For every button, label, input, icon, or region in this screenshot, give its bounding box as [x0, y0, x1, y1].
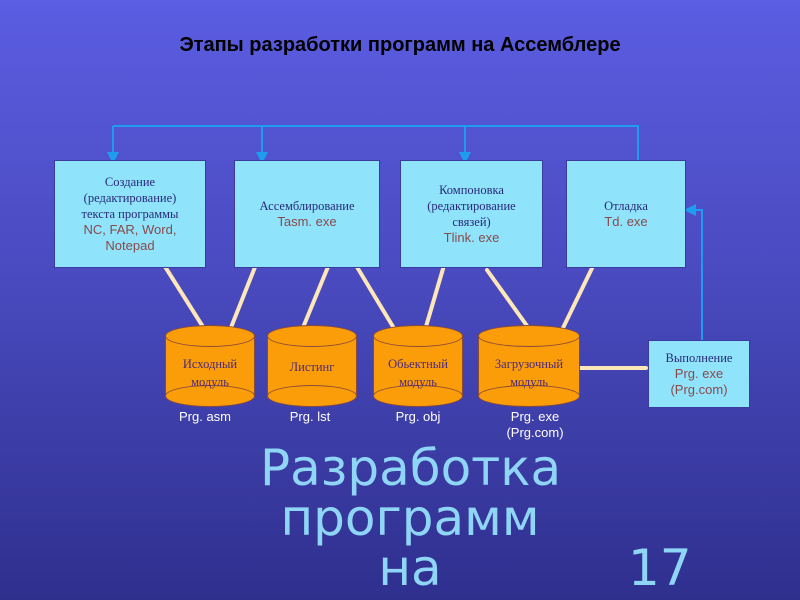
flow-line — [355, 265, 397, 332]
stage-link: Компоновка (редактирование связей) Tlink… — [400, 160, 543, 268]
file-name: Prg. exe (Prg.com) — [490, 409, 580, 441]
stage-label: Отладка — [604, 199, 648, 213]
module-label: Исходный — [182, 357, 238, 371]
stage-tool: Td. exe — [604, 214, 648, 229]
stage-tool: Tlink. exe — [443, 230, 500, 245]
slide-number: 17 — [628, 539, 692, 597]
stage-label: связей) — [452, 215, 491, 229]
module-listing: Листинг — [267, 325, 357, 407]
module-label: Обьектный — [388, 357, 448, 371]
module-label: модуль — [399, 375, 437, 389]
module-object: Обьектный модуль — [373, 325, 463, 407]
flow-line — [423, 260, 447, 332]
stage-tool: NC, FAR, Word, — [83, 222, 177, 237]
overlay-title-line: программ — [280, 489, 540, 547]
stage-label: Создание — [104, 175, 156, 189]
module-label: модуль — [510, 375, 548, 389]
stage-label: текста программы — [81, 207, 179, 221]
stage-debug: Отладка Td. exe — [566, 160, 686, 268]
stage-label: (редактирование) — [83, 191, 177, 205]
flow-line — [300, 260, 332, 332]
flow-line — [485, 268, 532, 332]
overlay-title-line: Разработка — [260, 439, 562, 497]
file-name: Prg. obj — [395, 409, 441, 424]
stage-tool: (Prg.com) — [670, 382, 728, 397]
stage-label: Выполнение — [665, 351, 733, 365]
feedback-line-top — [113, 125, 639, 160]
overlay-title-line: на — [378, 539, 442, 597]
stage-label: Ассемблирование — [259, 199, 355, 213]
stage-label: Компоновка — [439, 183, 504, 197]
overlay-title: Разработка программ на — [260, 439, 562, 597]
arrow-exec-to-debug — [684, 204, 703, 340]
flow-line — [228, 260, 259, 332]
stage-tool: Notepad — [105, 238, 155, 253]
file-name-line: Prg. exe — [510, 409, 560, 424]
file-name-line: (Prg.com) — [506, 425, 564, 440]
stage-tool: Prg. exe — [674, 366, 724, 381]
module-label: Загрузочный — [494, 357, 564, 371]
module-label: Листинг — [289, 360, 335, 374]
stage-create: Создание (редактирование) текста програм… — [54, 160, 206, 268]
stage-tool: Tasm. exe — [277, 214, 337, 229]
module-load: Загрузочный модуль — [478, 325, 580, 407]
file-name: Prg. lst — [289, 409, 331, 424]
flow-line — [162, 263, 207, 332]
slide-title: Этапы разработки программ на Ассемблере — [179, 34, 621, 56]
module-source: Исходный модуль — [165, 325, 255, 407]
module-label: модуль — [191, 375, 229, 389]
stage-assemble: Ассемблирование Tasm. exe — [234, 160, 380, 268]
file-name: Prg. asm — [178, 409, 231, 424]
flow-line — [560, 260, 597, 332]
stage-execute: Выполнение Prg. exe (Prg.com) — [648, 340, 750, 408]
stage-label: (редактирование — [427, 199, 516, 213]
